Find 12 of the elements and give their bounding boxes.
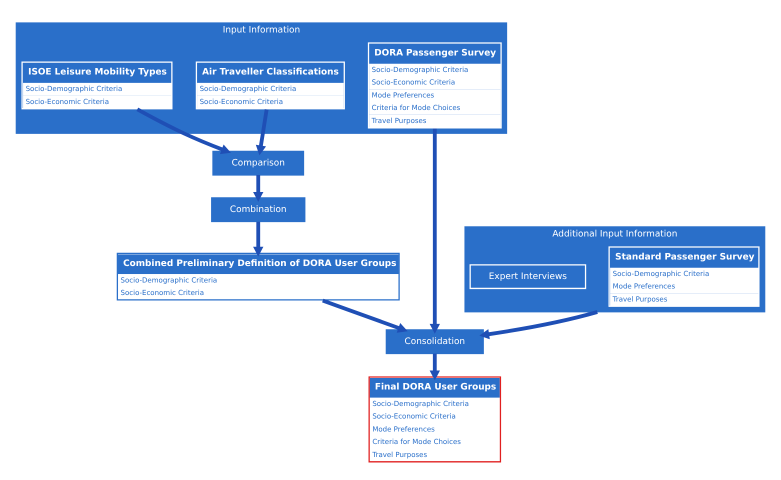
node-box: Comparison bbox=[212, 150, 304, 176]
arrow bbox=[322, 298, 408, 333]
node-box: Expert Interviews bbox=[470, 264, 586, 290]
node-box: Consolidation bbox=[386, 329, 484, 354]
arrow bbox=[430, 354, 440, 380]
arrow bbox=[430, 128, 440, 334]
arrow bbox=[479, 310, 598, 340]
arrow bbox=[253, 222, 264, 257]
arrow bbox=[136, 108, 231, 154]
arrow bbox=[253, 175, 264, 202]
arrow bbox=[256, 109, 269, 156]
node-box: Combination bbox=[211, 197, 306, 222]
